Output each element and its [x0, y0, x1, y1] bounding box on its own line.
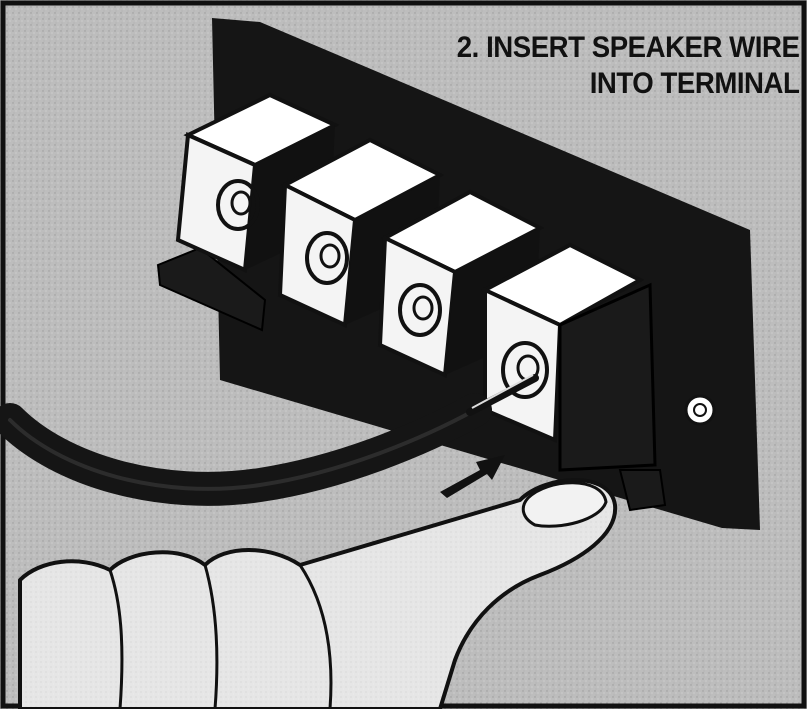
caption-line-2: INTO TERMINAL — [456, 66, 799, 102]
instruction-caption: 2. INSERT SPEAKER WIRE INTO TERMINAL — [456, 30, 799, 102]
screw-icon — [686, 396, 714, 424]
caption-line-1: 2. INSERT SPEAKER WIRE — [456, 30, 799, 66]
